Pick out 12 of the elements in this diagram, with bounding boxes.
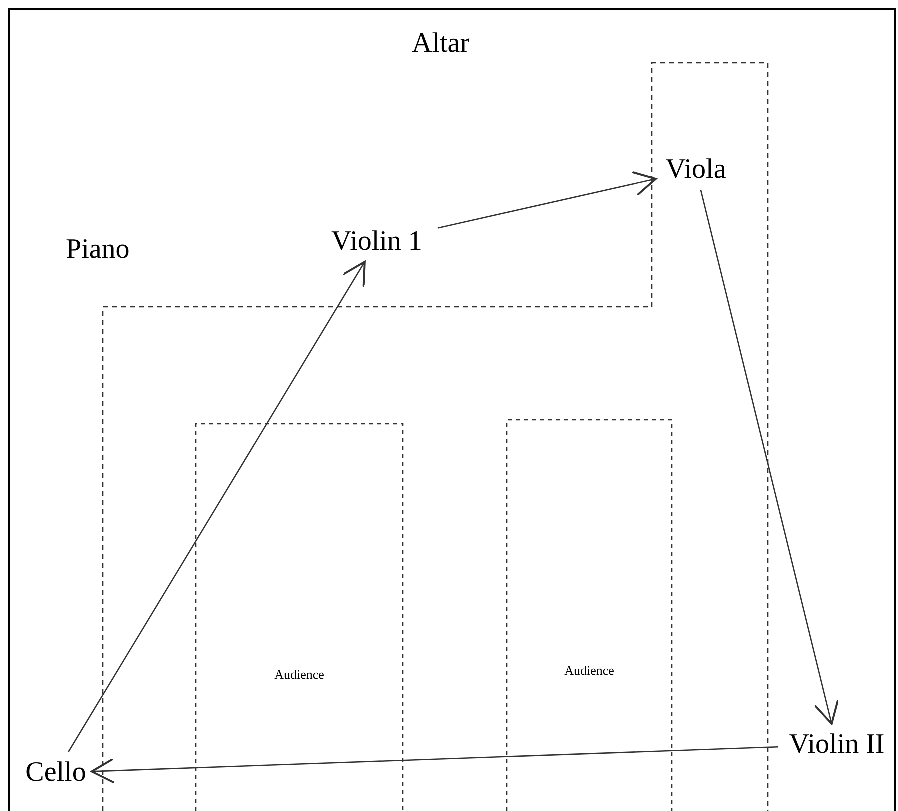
arrow bbox=[91, 746, 778, 784]
arrow bbox=[700, 190, 840, 725]
area-label: Audience bbox=[564, 664, 616, 677]
instrument-label: Viola bbox=[656, 150, 736, 190]
arrow bbox=[438, 171, 657, 229]
instrument-label: Cello bbox=[20, 752, 92, 794]
instrument-label: Violin II bbox=[778, 724, 896, 766]
instrument-label: Violin 1 bbox=[316, 222, 438, 262]
arrow bbox=[68, 261, 366, 752]
area-label: Piano bbox=[66, 236, 130, 264]
area-label: Altar bbox=[412, 30, 470, 58]
area-label: Audience bbox=[274, 668, 326, 681]
